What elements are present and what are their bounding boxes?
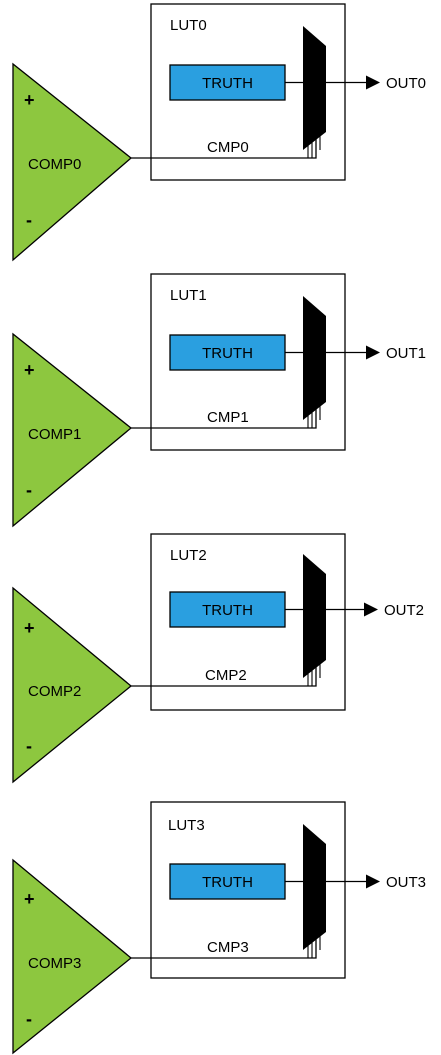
comparator-minus-label: - — [26, 210, 32, 230]
comparator-plus-label: + — [24, 90, 35, 110]
truth-label: TRUTH — [202, 75, 253, 92]
multiplexer — [303, 296, 326, 420]
comparator-label: COMP0 — [28, 156, 81, 173]
mux-select-lines — [307, 936, 321, 958]
comparator-plus-label: + — [24, 618, 35, 638]
output-arrow-icon — [366, 75, 380, 90]
mux-select-lines — [307, 406, 321, 428]
multiplexer — [303, 554, 326, 678]
comparator-triangle — [12, 858, 133, 1055]
comparator-output-wire — [131, 658, 317, 687]
comparator-label: COMP1 — [28, 426, 81, 443]
lut-label: LUT3 — [168, 817, 205, 834]
mux-select-lines — [307, 664, 321, 686]
comparator-signal-label: CMP3 — [207, 939, 249, 956]
comparator-plus-label: + — [24, 889, 35, 909]
output-label: OUT2 — [384, 602, 424, 619]
comparator-triangle — [12, 62, 133, 262]
block-1: LUT1 TRUTH OUT1 + COMP1 - CMP1 — [12, 273, 426, 528]
comparator-minus-label: - — [26, 480, 32, 500]
truth-table-block — [169, 591, 286, 628]
comparator-output-wire — [131, 400, 317, 429]
comparator-signal-label: CMP1 — [207, 409, 249, 426]
multiplexer — [303, 26, 326, 150]
comparator-label: COMP2 — [28, 683, 81, 700]
output-arrow-icon — [366, 345, 380, 360]
comparator-minus-label: - — [26, 1009, 32, 1029]
comparator-signal-label: CMP0 — [207, 139, 249, 156]
output-label: OUT1 — [386, 345, 426, 362]
output-arrow-icon — [364, 602, 378, 617]
lut-label: LUT0 — [170, 17, 207, 34]
comparator-output-wire — [131, 930, 317, 959]
block-0: LUT0 TRUTH OUT0 + COMP0 - CMP0 — [12, 3, 426, 262]
block-3: LUT3 TRUTH OUT3 + COMP3 - CMP3 — [12, 801, 426, 1055]
comparator-output-wire — [131, 130, 317, 159]
block-2: LUT2 TRUTH OUT2 + COMP2 - CMP2 — [12, 533, 424, 784]
output-label: OUT3 — [386, 874, 426, 891]
truth-label: TRUTH — [202, 345, 253, 362]
lut-label: LUT2 — [170, 547, 207, 564]
comparator-label: COMP3 — [28, 955, 81, 972]
lut-label: LUT1 — [170, 287, 207, 304]
multiplexer — [303, 824, 326, 950]
comparator-minus-label: - — [26, 736, 32, 756]
comparator-signal-label: CMP2 — [205, 667, 247, 684]
comparator-plus-label: + — [24, 360, 35, 380]
output-arrow-icon — [366, 874, 380, 889]
truth-table-block — [169, 64, 286, 101]
comparator-triangle — [12, 586, 133, 784]
mux-select-lines — [307, 136, 321, 158]
truth-label: TRUTH — [202, 602, 253, 619]
comparator-triangle — [12, 332, 133, 528]
truth-label: TRUTH — [202, 874, 253, 891]
truth-table-block — [169, 863, 286, 900]
output-label: OUT0 — [386, 75, 426, 92]
